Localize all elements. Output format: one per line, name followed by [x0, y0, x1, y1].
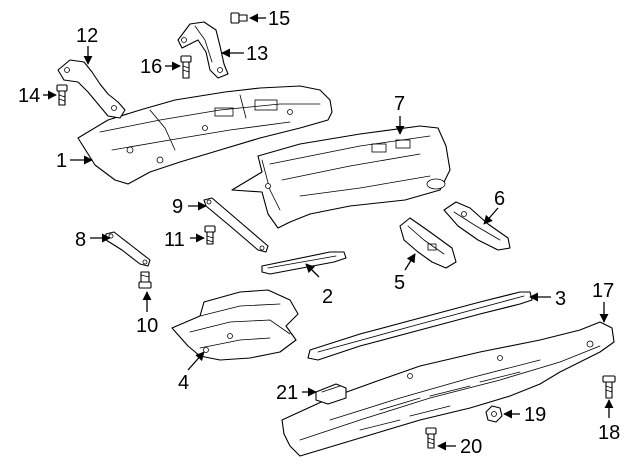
- callout-19: 19: [524, 404, 546, 426]
- part-16-bolt[interactable]: [180, 55, 192, 79]
- part-1-front-floor-pan[interactable]: [77, 85, 333, 185]
- part-7-center-tunnel[interactable]: [231, 125, 451, 229]
- part-17-floor-assembly[interactable]: [281, 321, 615, 457]
- callout-18: 18: [598, 422, 620, 444]
- part-2-rail[interactable]: [261, 251, 347, 275]
- callout-9: 9: [172, 196, 183, 218]
- part-11-bolt[interactable]: [204, 225, 216, 245]
- callout-17: 17: [592, 280, 614, 302]
- part-15-bolt[interactable]: [230, 12, 248, 24]
- part-10-bolt[interactable]: [138, 271, 152, 289]
- callout-21: 21: [276, 382, 298, 404]
- part-12-bracket[interactable]: [57, 59, 126, 119]
- part-18-stud[interactable]: [602, 375, 616, 399]
- callout-14: 14: [18, 85, 40, 107]
- part-21-small-bracket[interactable]: [315, 383, 347, 405]
- leader-lines: [43, 13, 614, 451]
- part-9-strap[interactable]: [203, 197, 269, 253]
- callout-15: 15: [268, 8, 290, 30]
- part-6-bracket[interactable]: [443, 201, 511, 251]
- callout-2: 2: [322, 286, 333, 308]
- part-4-rear-floor-section[interactable]: [171, 289, 299, 361]
- callout-12: 12: [76, 25, 98, 47]
- callout-16: 16: [140, 56, 162, 78]
- callout-20: 20: [460, 436, 482, 458]
- callout-11: 11: [164, 229, 185, 251]
- part-19-nut[interactable]: [485, 405, 503, 423]
- callout-6: 6: [494, 188, 505, 210]
- part-8-strap[interactable]: [105, 231, 151, 267]
- part-20-bolt[interactable]: [425, 427, 437, 449]
- part-3-rocker-reinforcement[interactable]: [307, 291, 533, 361]
- callout-4: 4: [178, 372, 189, 394]
- callout-labels: 1 2 3 4 5 6 7 8 9 10 11 12 13 14 15 16 1…: [18, 8, 620, 458]
- callout-10: 10: [136, 315, 158, 337]
- callout-1: 1: [56, 150, 67, 172]
- part-13-bracket[interactable]: [177, 21, 229, 79]
- callout-7: 7: [394, 93, 405, 115]
- callout-13: 13: [246, 43, 268, 65]
- part-14-bolt[interactable]: [56, 84, 68, 106]
- callout-8: 8: [75, 229, 86, 251]
- part-5-bracket[interactable]: [399, 217, 457, 269]
- callout-5: 5: [394, 272, 405, 294]
- callout-3: 3: [555, 288, 566, 310]
